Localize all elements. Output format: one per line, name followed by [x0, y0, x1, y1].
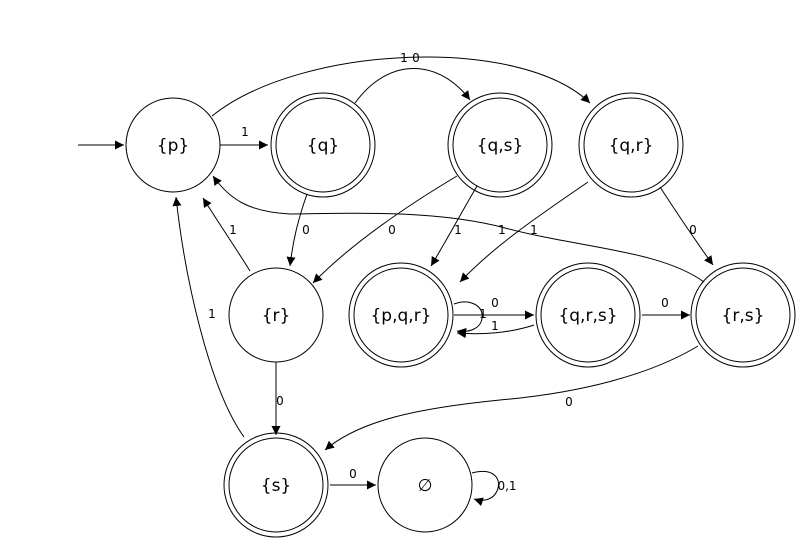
state-qr: {q,r} — [578, 92, 684, 198]
transition-arrow-qr-rs — [659, 186, 714, 266]
state-label-s: {s} — [261, 476, 292, 496]
transition-label-qr-pqr: 1 — [530, 223, 538, 237]
transition-label-pqr-qrs: 0 — [491, 296, 499, 310]
transition-label-p-qr: 0 — [412, 51, 420, 65]
transition-label-rs-s: 0 — [565, 395, 573, 409]
state-q: {q} — [270, 92, 376, 198]
accepting-ring-qs — [447, 92, 553, 198]
state-rs: {r,s} — [690, 262, 796, 368]
state-empty: ∅ — [377, 437, 473, 533]
state-qs: {q,s} — [447, 92, 553, 198]
state-circle-qrs — [540, 267, 636, 363]
transition-label-empty-loop: 0,1 — [497, 479, 516, 493]
state-circle-empty — [377, 437, 473, 533]
transition-label-p-q: 1 — [241, 125, 249, 139]
transition-arrow-p-qr — [211, 56, 591, 117]
state-pqr: {p,q,r} — [348, 262, 454, 368]
state-label-qr: {q,r} — [609, 136, 654, 156]
transition-arrow-rs-p — [212, 175, 705, 283]
state-r: {r} — [228, 267, 324, 363]
transition-label-q-r: 0 — [302, 223, 310, 237]
transition-arrow-qrs-pqr — [456, 324, 535, 339]
state-qrs: {q,r,s} — [535, 262, 641, 368]
transition-arrow-pqr-loop — [453, 301, 483, 337]
transition-label-qrs-pqr: 1 — [491, 319, 499, 333]
state-circle-r — [228, 267, 324, 363]
transition-arrow-r-p — [202, 197, 251, 272]
transition-label-r-p: 1 — [229, 223, 237, 237]
state-circle-p — [125, 97, 221, 193]
state-label-p: {p} — [157, 136, 189, 156]
accepting-ring-q — [270, 92, 376, 198]
state-circle-s — [228, 437, 324, 533]
transition-label-s-p: 1 — [208, 307, 216, 321]
transition-arrow-qr-pqr — [459, 181, 589, 283]
state-label-qs: {q,s} — [477, 136, 524, 156]
accepting-ring-qrs — [535, 262, 641, 368]
transition-label-qs-r: 0 — [388, 223, 396, 237]
transition-label-qrs-rs: 0 — [661, 296, 669, 310]
state-label-qrs: {q,r,s} — [558, 306, 617, 326]
transition-label-q-qs: 1 — [400, 51, 408, 65]
state-label-r: {r} — [262, 306, 291, 326]
state-circle-rs — [695, 267, 791, 363]
state-label-empty: ∅ — [418, 476, 433, 496]
accepting-ring-pqr — [348, 262, 454, 368]
transition-arrow-s-p — [172, 196, 245, 438]
transition-label-qr-rs: 0 — [689, 223, 697, 237]
states: {p} {q} {q,s} {q,r} {r} {p,q,r} {q,r,s} {r,s} {s… — [125, 92, 796, 538]
state-s: {s} — [223, 432, 329, 538]
transition-arrow-qs-r — [312, 175, 458, 284]
transition-label-s-empty: 0 — [349, 467, 357, 481]
state-circle-pqr — [353, 267, 449, 363]
transition-arrow-rs-s — [324, 345, 699, 451]
transition-arrow-q-qs — [354, 68, 471, 104]
transition-label-qs-pqr: 1 — [454, 223, 462, 237]
transition-arrow-empty-loop — [471, 471, 499, 507]
transition-label-r-s: 0 — [276, 394, 284, 408]
state-label-rs: {r,s} — [722, 306, 765, 326]
state-circle-q — [275, 97, 371, 193]
state-circle-qr — [583, 97, 679, 193]
state-label-q: {q} — [307, 136, 339, 156]
transition-arrow-qs-pqr — [430, 185, 478, 267]
transition-arrow-q-r — [286, 193, 308, 267]
transition-label-rs-p: 1 — [498, 223, 506, 237]
transition-label-pqr-loop: 1 — [479, 307, 487, 321]
state-label-pqr: {p,q,r} — [370, 306, 431, 326]
state-circle-qs — [452, 97, 548, 193]
accepting-ring-s — [223, 432, 329, 538]
accepting-ring-rs — [690, 262, 796, 368]
accepting-ring-qr — [578, 92, 684, 198]
state-p: {p} — [125, 97, 221, 193]
